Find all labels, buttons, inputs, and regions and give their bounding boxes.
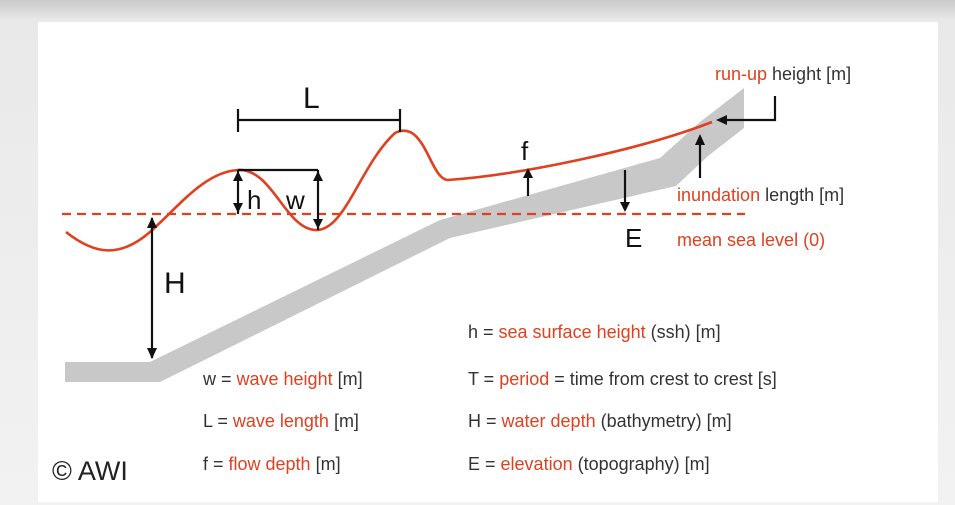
legend-period: T = period = time from crest to crest [s…	[468, 369, 777, 389]
legend-flow-depth: f = flow depth [m]	[203, 454, 341, 474]
depth-arrow-up	[147, 217, 157, 228]
symbol-L: L	[303, 82, 320, 115]
runup-label: run-up height [m]	[715, 64, 851, 84]
runup-marker	[722, 96, 777, 122]
symbol-f: f	[521, 136, 529, 166]
inundation-label: inundation length [m]	[677, 185, 844, 205]
symbol-H: H	[164, 267, 186, 300]
elevation-arrow	[620, 202, 630, 212]
symbol-E: E	[625, 223, 642, 253]
credit-awi: © AWI	[52, 456, 128, 486]
depth-arrow-down	[147, 348, 157, 359]
legend-sea-surface-height: h = sea surface height (ssh) [m]	[468, 322, 721, 342]
legend-wave-length: L = wave length [m]	[203, 411, 359, 431]
legend-water-depth: H = water depth (bathymetry) [m]	[468, 411, 732, 431]
inundation-arrow	[695, 134, 705, 145]
diagram-panel	[38, 22, 938, 502]
h-arrow-up	[233, 171, 243, 181]
flow-depth-arrow	[523, 168, 533, 178]
symbol-w: w	[285, 185, 305, 215]
w-arrow-up	[313, 171, 323, 181]
legend-wave-height: w = wave height [m]	[202, 369, 363, 389]
wave-length-marker	[236, 109, 402, 132]
h-arrow-down	[233, 203, 243, 213]
symbol-h: h	[247, 185, 261, 215]
w-arrow-down	[313, 219, 323, 229]
wave-surface	[65, 120, 713, 252]
mean-sea-level-label: mean sea level (0)	[677, 230, 825, 250]
legend-elevation: E = elevation (topography) [m]	[468, 454, 710, 474]
runup-arrow	[716, 115, 727, 125]
